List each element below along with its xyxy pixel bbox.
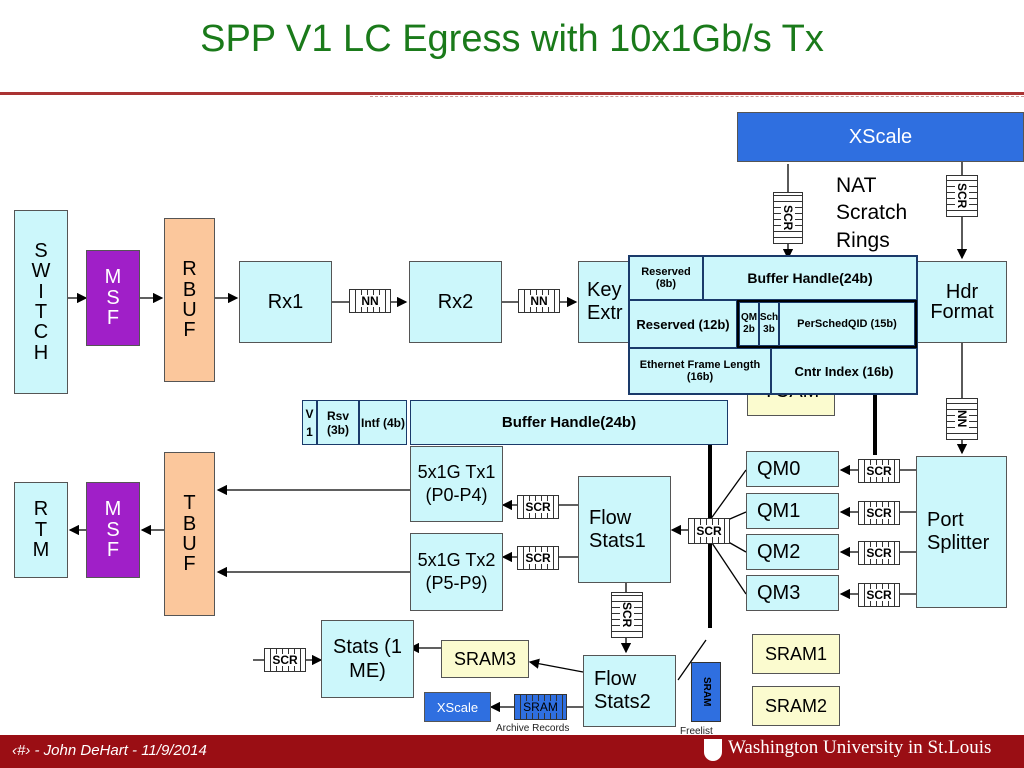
sram2-block: SRAM2: [752, 686, 840, 726]
sram-ring-freelist: SRAM: [691, 662, 721, 722]
scr-ring-tx1: SCR: [517, 495, 559, 519]
field-reserved-12b: Reserved (12b): [629, 300, 737, 348]
tx2-block: 5x1G Tx2 (P5-P9): [410, 533, 503, 611]
scr-ring-fs1-fs2: SCR: [611, 592, 643, 638]
scr-ring-qm2: SCR: [858, 541, 900, 565]
buffer-descriptor-bottom: V 1 Rsv (3b) Intf (4b) Buffer Handle(24b…: [302, 400, 728, 445]
field-v1: V 1: [302, 400, 317, 445]
rtm-block: R T M: [14, 482, 68, 578]
qm0-label: QM0: [757, 457, 801, 480]
field-qm-2b: QM 2b: [739, 302, 759, 346]
line-freelist-fs2: [677, 639, 707, 681]
tx2-label: 5x1G Tx2 (P5-P9): [417, 549, 496, 593]
xscale-bottom-block: XScale: [424, 692, 491, 722]
qm3-label: QM3: [757, 581, 801, 604]
flow-stats2-label: Flow Stats2: [594, 668, 651, 713]
qm1-block: QM1: [746, 493, 839, 529]
qm1-label: QM1: [757, 499, 801, 522]
flow-stats2-block: Flow Stats2: [583, 655, 676, 727]
field-buffer-handle-top: Buffer Handle(24b): [703, 256, 917, 300]
field-eth-frame-len: Ethernet Frame Length (16b): [629, 348, 771, 394]
xscale-top-label: XScale: [848, 125, 913, 148]
tbuf-label: T B U F: [182, 492, 197, 576]
scr-ring-stats: SCR: [264, 648, 306, 672]
footer-author-date: ‹#› - John DeHart - 11/9/2014: [12, 742, 207, 759]
sram-ring-archive: SRAM: [514, 694, 567, 720]
arrow-fs2-sram3: [528, 658, 584, 673]
scr-ring-xscale-hdr: SCR: [946, 175, 978, 217]
footer-bar: [0, 735, 1024, 768]
rbuf-label: R B U F: [182, 258, 197, 342]
flow-stats1-label: Flow Stats1: [589, 506, 646, 552]
sram3-label: SRAM3: [453, 648, 516, 669]
rbuf-block: R B U F: [164, 218, 215, 382]
tbuf-block: T B U F: [164, 452, 215, 616]
qid-field-group: QM 2b Sch 3b PerSchedQID (15b): [737, 300, 917, 348]
footer-university: Washington University in St.Louis: [728, 737, 992, 758]
rx2-label: Rx2: [437, 290, 474, 313]
sram3-block: SRAM3: [441, 640, 529, 678]
nn-ring-hdr-splitter: NN: [946, 398, 978, 440]
scr-ring-qm1: SCR: [858, 501, 900, 525]
field-reserved-8b: Reserved (8b): [629, 256, 703, 300]
hdr-format-block: Hdr Format: [917, 261, 1007, 343]
msf-top-block: M S F: [86, 250, 140, 346]
title-rule-dashed: [370, 96, 1024, 97]
university-shield-icon: [704, 739, 722, 761]
field-sch-3b: Sch 3b: [759, 302, 779, 346]
sram1-label: SRAM1: [764, 643, 827, 664]
stats-block: Stats (1 ME): [321, 620, 414, 698]
scr-ring-qm-flowstats: SCR: [688, 518, 730, 544]
scr-ring-qm3: SCR: [858, 583, 900, 607]
tx1-label: 5x1G Tx1 (P0-P4): [417, 461, 496, 505]
page-title: SPP V1 LC Egress with 10x1Gb/s Tx: [200, 18, 824, 60]
nat-rings-label: NAT Scratch Rings: [836, 174, 908, 252]
qm3-block: QM3: [746, 575, 839, 611]
rx2-block: Rx2: [409, 261, 502, 343]
msf-bottom-block: M S F: [86, 482, 140, 578]
msf-bottom-label: M S F: [104, 498, 122, 562]
stats-label: Stats (1 ME): [333, 636, 402, 682]
archive-records-label: Archive Records: [496, 723, 570, 734]
switch-block: S W I T C H: [14, 210, 68, 394]
msf-top-label: M S F: [104, 266, 122, 330]
nn-ring-rx2-key: NN: [518, 289, 560, 313]
title-rule: [0, 92, 1024, 95]
field-buffer-handle-bottom: Buffer Handle(24b): [410, 400, 728, 445]
hdr-format-label: Hdr Format: [930, 280, 994, 323]
field-cntr-index: Cntr Index (16b): [771, 348, 917, 394]
line-qm3-scr: [709, 539, 747, 595]
switch-label: S W I T C H: [31, 239, 51, 364]
freelist-label: Freelist: [680, 726, 713, 737]
rx1-label: Rx1: [267, 290, 304, 313]
scr-ring-tx2: SCR: [517, 546, 559, 570]
sram2-label: SRAM2: [764, 695, 827, 716]
field-intf-4b: Intf (4b): [359, 400, 407, 445]
rx1-block: Rx1: [239, 261, 332, 343]
nn-ring-rx1-rx2: NN: [349, 289, 391, 313]
flow-stats1-block: Flow Stats1: [578, 476, 671, 583]
buffer-descriptor-top: Reserved (8b) Buffer Handle(24b) Reserve…: [628, 255, 918, 395]
scr-ring-qm0: SCR: [858, 459, 900, 483]
qm0-block: QM0: [746, 451, 839, 487]
rtm-label: R T M: [32, 498, 50, 562]
port-splitter-label: Port Splitter: [927, 509, 990, 554]
xscale-bottom-label: XScale: [436, 699, 479, 715]
port-splitter-block: Port Splitter: [916, 456, 1007, 608]
field-persched-qid: PerSchedQID (15b): [779, 302, 915, 346]
field-rsv-3b: Rsv (3b): [317, 400, 359, 445]
line-qm0-scr: [709, 469, 747, 521]
qm2-block: QM2: [746, 534, 839, 570]
sram1-block: SRAM1: [752, 634, 840, 674]
tx1-block: 5x1G Tx1 (P0-P4): [410, 446, 503, 522]
xscale-top-block: XScale: [737, 112, 1024, 162]
key-extract-label: Key Extr: [587, 279, 623, 324]
qm2-label: QM2: [757, 540, 801, 563]
scr-ring-nat: SCR: [773, 192, 803, 244]
